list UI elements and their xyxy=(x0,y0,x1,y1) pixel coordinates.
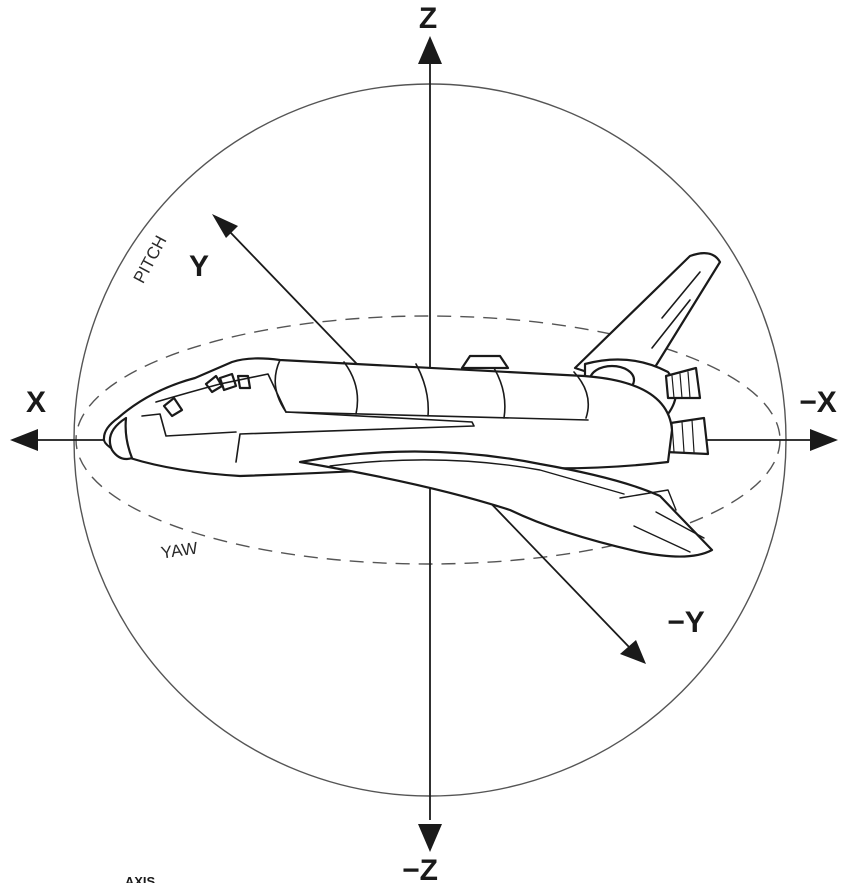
space-shuttle-icon xyxy=(102,251,722,558)
x-negative-arrow xyxy=(810,429,838,451)
x-negative-label: −X xyxy=(799,386,837,419)
shuttle-nose-cap xyxy=(108,416,134,461)
y-negative-label: −Y xyxy=(667,606,705,639)
figure-caption: AXIS xyxy=(125,874,156,883)
y-positive-arrow xyxy=(212,214,238,238)
z-negative-label: −Z xyxy=(402,854,438,883)
shuttle-wing xyxy=(298,450,714,558)
z-positive-label: Z xyxy=(419,2,437,35)
z-positive-arrow xyxy=(418,36,442,64)
x-positive-label: X xyxy=(26,386,46,419)
x-positive-arrow xyxy=(10,429,38,451)
y-negative-arrow xyxy=(620,640,646,664)
z-negative-arrow xyxy=(418,824,442,852)
yaw-label: YAW xyxy=(160,539,199,563)
y-positive-label: Y xyxy=(189,250,209,283)
shuttle-tail-fin xyxy=(573,251,722,382)
shuttle-top-hatch xyxy=(460,354,510,370)
shuttle-engine-nozzle-upper xyxy=(664,366,702,400)
